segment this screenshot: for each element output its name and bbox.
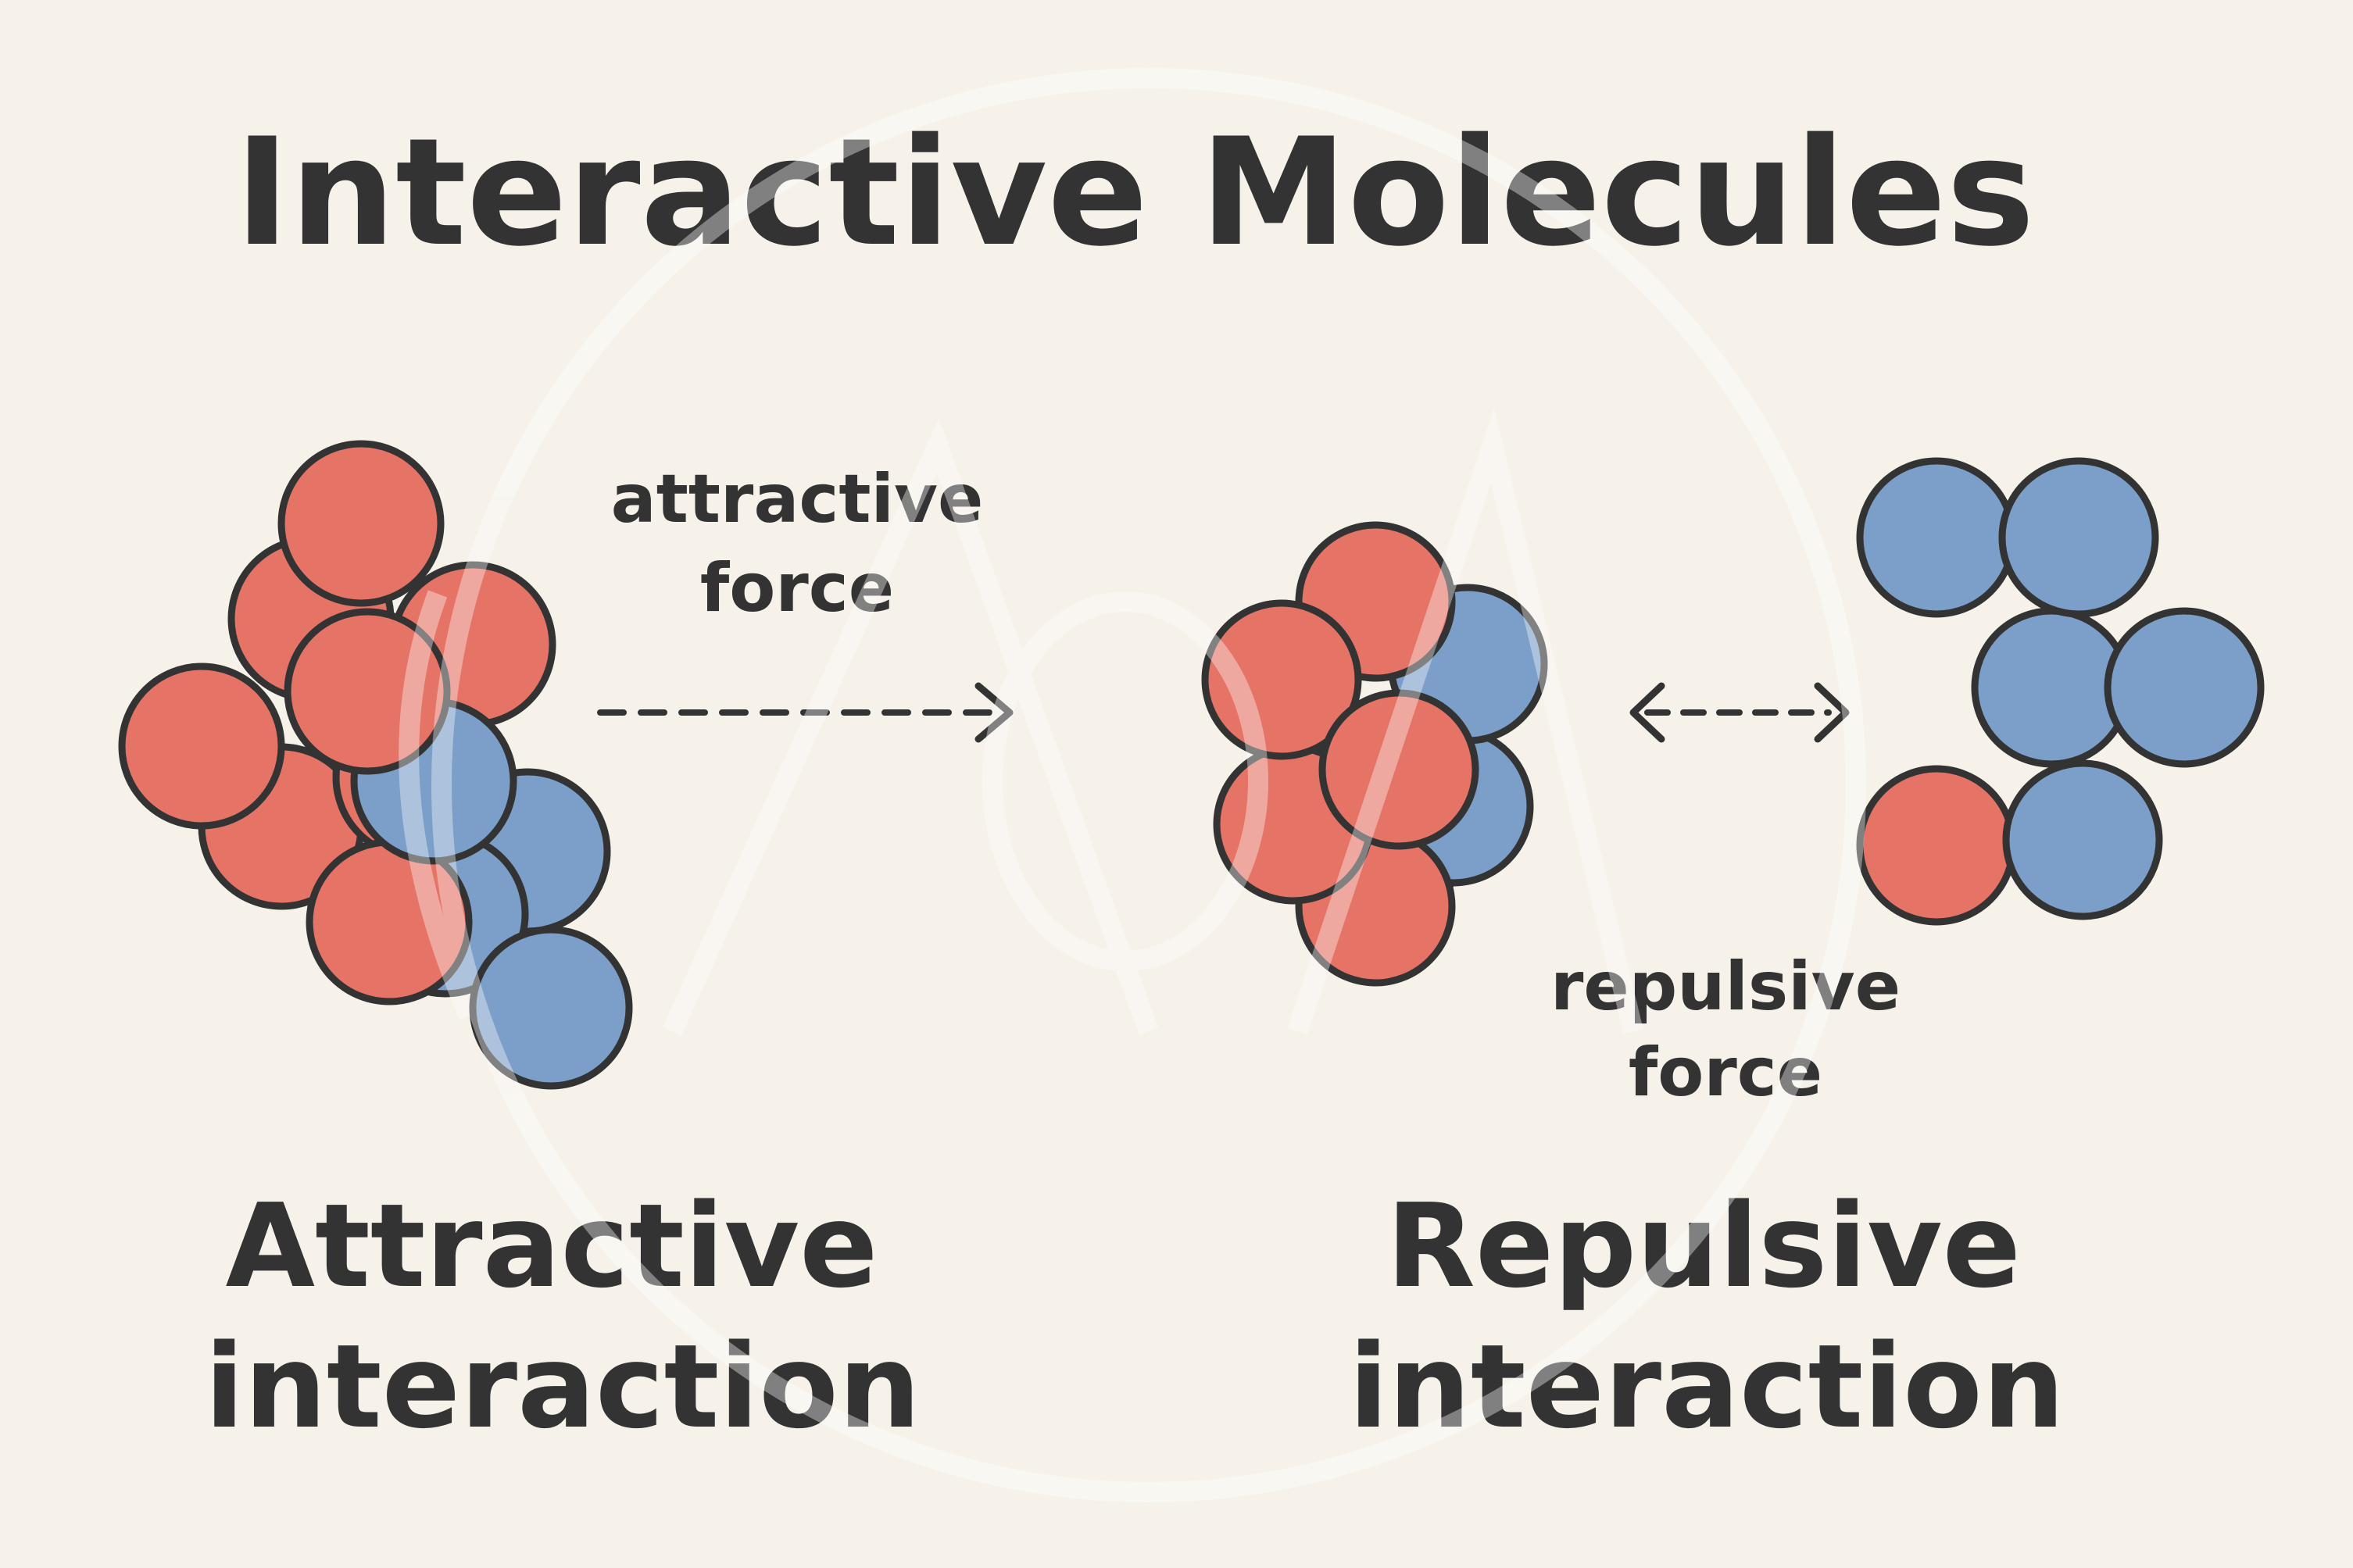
repulsive-force-label-line2: force [1629,1034,1822,1112]
attractive-force-label-line2: force [700,549,894,627]
repulsive-caption-line2: interaction [1349,1320,2065,1454]
red-atom [284,608,451,775]
red-atom [1856,765,2017,926]
attractive-caption-line1: Attractive [226,1179,878,1313]
center-molecule-cluster [1201,521,1548,987]
attractive-molecule-cluster [118,440,633,1090]
repulsive-caption-line1: Repulsive [1386,1179,2021,1313]
red-atom [277,440,445,607]
blue-atom [469,926,633,1090]
double-arrow-dashed-icon [1629,682,1850,743]
attractive-force-label-line1: attractive [611,460,984,538]
repulsive-molecule-cluster [1856,457,2265,926]
blue-atom [1856,457,2017,618]
blue-atom [2002,759,2163,920]
red-atom [118,663,285,830]
blue-atom [1998,457,2159,618]
circle-alpha-watermark [399,68,1866,1502]
red-atom [1201,599,1362,760]
arrow-right-dashed-icon [597,682,1014,743]
red-atom [1318,689,1479,850]
blue-atom [2104,607,2265,768]
page-title: Interactive Molecules [234,106,2035,279]
repulsive-force-label-line1: repulsive [1550,948,1901,1026]
attractive-caption-line2: interaction [205,1320,921,1454]
